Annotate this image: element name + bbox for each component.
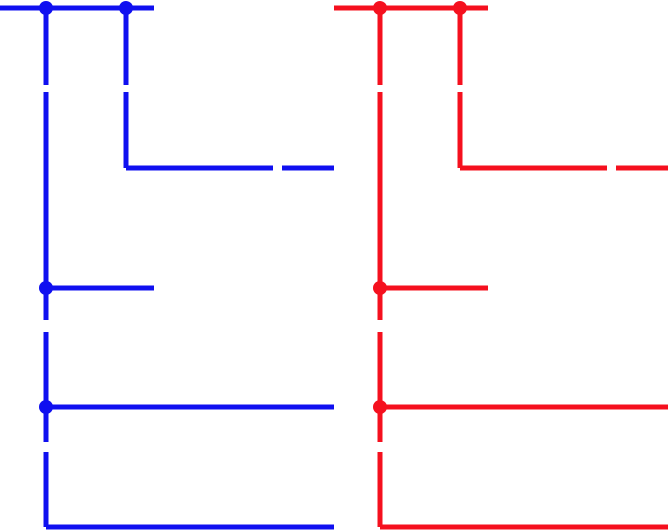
junction-node <box>39 281 53 295</box>
junction-node <box>119 1 133 15</box>
junction-node <box>453 1 467 15</box>
blue-wiring-diagram <box>0 1 334 530</box>
junction-node <box>373 400 387 414</box>
junction-node <box>373 281 387 295</box>
junction-node <box>39 1 53 15</box>
red-wiring-diagram <box>334 1 668 530</box>
junction-node <box>373 1 387 15</box>
junction-node <box>39 400 53 414</box>
